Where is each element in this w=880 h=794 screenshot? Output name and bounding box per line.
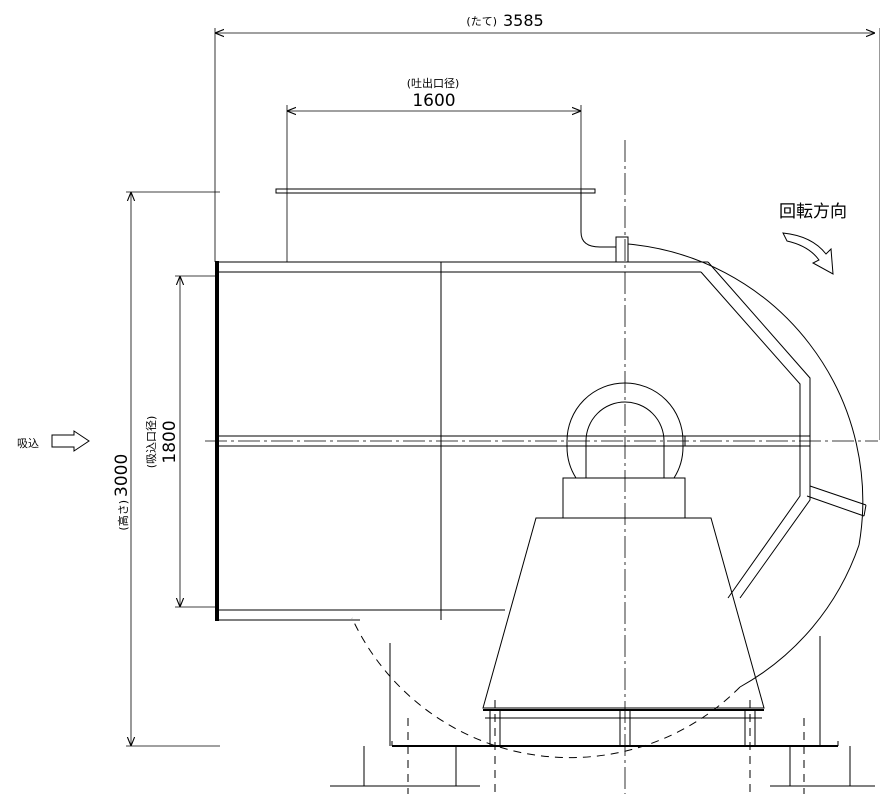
scroll-casing <box>351 236 867 759</box>
inlet-dimension: (吸込口径) 1800 <box>145 275 217 608</box>
width-dimension-value: 3585 <box>503 11 544 30</box>
outlet-dimension: (吐出口径) 1600 <box>286 76 582 262</box>
rotation-arrow-icon <box>782 232 834 275</box>
inlet-dimension-value: 1800 <box>160 420 180 463</box>
suction-arrow-icon <box>51 430 90 452</box>
rotation-label: 回転方向 <box>779 202 847 222</box>
inlet-box <box>215 261 811 621</box>
width-dimension: (たて) 3585 <box>214 11 880 440</box>
pedestal <box>482 517 765 794</box>
base-foundation <box>330 741 875 787</box>
support-legs <box>389 636 821 794</box>
suction-annotation: 吸込 <box>17 430 90 452</box>
width-dimension-label: (たて) <box>466 15 497 28</box>
height-dimension: (高さ) 3000 <box>112 191 220 747</box>
rotation-annotation: 回転方向 <box>779 202 847 275</box>
height-dimension-label: (高さ) <box>116 500 130 531</box>
outlet-dimension-value: 1600 <box>412 91 455 111</box>
outlet-dimension-label: (吐出口径) <box>407 76 460 90</box>
suction-label: 吸込 <box>17 437 39 450</box>
height-dimension-value: 3000 <box>112 454 132 497</box>
inlet-dimension-label: (吸込口径) <box>145 416 158 469</box>
outlet-flange <box>275 188 616 248</box>
bearing-hub <box>562 382 686 519</box>
